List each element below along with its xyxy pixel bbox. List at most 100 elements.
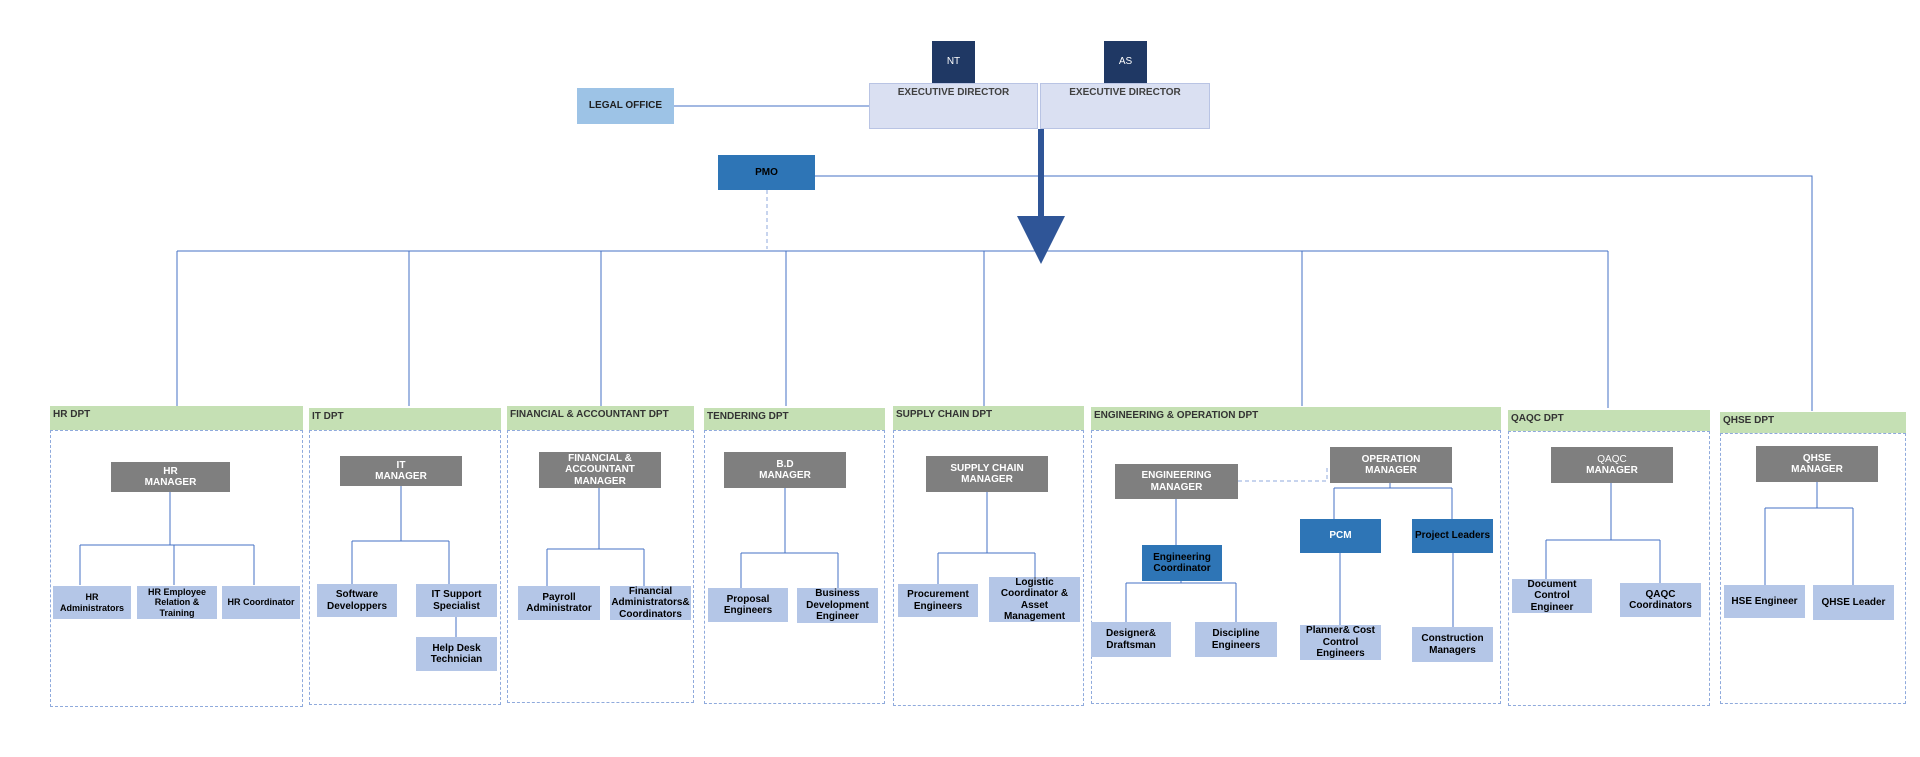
role-box: QHSE Leader: [1813, 585, 1894, 620]
box-label: Proposal Engineers: [723, 593, 773, 617]
executive-badge: NT: [932, 41, 975, 83]
pmo-box: PMO: [718, 155, 815, 190]
role-box: Discipline Engineers: [1195, 622, 1277, 657]
box-label: QAQC DPT: [1511, 413, 1564, 424]
legal-office-box: LEGAL OFFICE: [577, 88, 674, 124]
box-label: HSE Engineer: [1731, 595, 1798, 607]
dept-frame-qaqc: [1508, 431, 1710, 706]
box-label: MANAGER: [1586, 465, 1638, 476]
legal-office-label: LEGAL OFFICE: [588, 100, 663, 112]
box-label: HR DPT: [53, 409, 91, 420]
box-label: PCM: [1329, 530, 1352, 542]
role-box: IT Support Specialist: [416, 584, 497, 617]
box-label: MANAGER: [1365, 465, 1417, 476]
dept-header-hr: HR DPT: [50, 406, 303, 430]
box-label: Project Leaders: [1414, 530, 1491, 542]
role-box: Payroll Administrator: [518, 586, 600, 620]
role-box: Designer& Draftsman: [1091, 622, 1171, 657]
box-label: Help Desk Technician: [430, 642, 483, 666]
dept-header-supply-chain: SUPPLY CHAIN DPT: [893, 406, 1084, 430]
dept-frame-it: [309, 430, 501, 705]
box-label: Business Development Engineer: [806, 588, 869, 623]
box-label: B.D: [776, 458, 794, 470]
box-label: QHSE DPT: [1723, 415, 1775, 426]
box-label: MANAGER: [1791, 464, 1843, 475]
box-label: IT DPT: [312, 411, 344, 422]
dept-header-engineering-operation: ENGINEERING & OPERATION DPT: [1091, 407, 1501, 430]
engineering-coordinator-box: Engineering Coordinator: [1142, 545, 1222, 581]
executive-label: EXECUTIVE DIRECTOR: [1069, 87, 1181, 98]
role-box: HR Administrators: [53, 586, 131, 619]
dept-frame-supply-chain: [893, 430, 1084, 706]
dept-header-qhse: QHSE DPT: [1720, 412, 1906, 433]
pcm-box: PCM: [1300, 519, 1381, 553]
box-label: Planner& Cost Control Engineers: [1306, 625, 1375, 660]
dept-frame-fin: [507, 430, 694, 703]
dept-frame-hr: [50, 430, 303, 707]
box-label: QHSE: [1802, 452, 1832, 464]
role-box: Financial Administrators& Coordinators: [610, 586, 691, 620]
box-label: MANAGER: [375, 471, 427, 482]
role-box: HSE Engineer: [1724, 585, 1805, 618]
dept-frame-engineering-operation: [1091, 430, 1501, 704]
dept-header-tendering: TENDERING DPT: [704, 408, 885, 430]
box-label: Logistic Coordinator & Asset Management: [1000, 576, 1069, 623]
role-box: Procurement Engineers: [898, 584, 978, 617]
role-box: Construction Managers: [1412, 627, 1493, 662]
pmo-label: PMO: [755, 166, 778, 178]
box-label: HR Employee Relation & Training: [147, 586, 207, 618]
role-box: Help Desk Technician: [416, 637, 497, 671]
box-label: Payroll Administrator: [526, 591, 592, 615]
box-label: Discipline Engineers: [1211, 628, 1261, 651]
box-label: HR: [163, 465, 178, 477]
badge-label: AS: [1118, 56, 1133, 68]
box-label: QHSE Leader: [1821, 596, 1886, 608]
box-label: MANAGER: [1150, 481, 1203, 493]
executive-badge: AS: [1104, 41, 1147, 83]
box-label: MANAGER: [144, 477, 197, 488]
role-box: HR Coordinator: [222, 586, 300, 619]
box-label: Document Control Engineer: [1527, 578, 1577, 613]
role-box: QAQC Coordinators: [1620, 583, 1701, 617]
role-box: Planner& Cost Control Engineers: [1300, 625, 1381, 660]
box-label: ACCOUNTANT: [565, 464, 635, 476]
box-label: IT: [396, 459, 406, 471]
role-box: HR Employee Relation & Training: [137, 586, 217, 619]
dept-header-it: IT DPT: [309, 408, 501, 430]
project-leaders-box: Project Leaders: [1412, 519, 1493, 553]
box-label: ENGINEERING & OPERATION DPT: [1094, 410, 1259, 421]
box-label: Financial Administrators& Coordinators: [611, 585, 690, 620]
dept-header-fin: FINANCIAL & ACCOUNTANT DPT: [507, 406, 694, 430]
role-box: Proposal Engineers: [708, 588, 788, 622]
box-label: FINANCIAL & ACCOUNTANT DPT: [510, 409, 669, 420]
box-label: SUPPLY CHAIN: [950, 462, 1024, 474]
box-label: SUPPLY CHAIN DPT: [896, 409, 993, 420]
box-label: HR Coordinator: [227, 597, 295, 608]
box-label: QAQC Coordinators: [1629, 588, 1692, 612]
dept-frame-tendering: [704, 430, 885, 704]
box-label: FINANCIAL &: [568, 452, 632, 464]
box-label: OPERATION: [1361, 453, 1421, 465]
role-box: Document Control Engineer: [1512, 579, 1592, 613]
box-label: MANAGER: [961, 474, 1013, 485]
executive-label: EXECUTIVE DIRECTOR: [897, 87, 1010, 98]
role-box: Business Development Engineer: [797, 588, 878, 623]
box-label: QAQC: [1597, 453, 1627, 465]
executive-director-box: EXECUTIVE DIRECTOR: [869, 83, 1038, 129]
role-box: Software Developpers: [317, 584, 397, 617]
box-label: MANAGER: [759, 470, 811, 481]
box-label: Procurement Engineers: [907, 589, 969, 612]
box-label: IT Support Specialist: [431, 589, 482, 612]
box-label: Software Developpers: [326, 589, 388, 612]
box-label: Designer& Draftsman: [1105, 628, 1156, 651]
box-label: MANAGER: [574, 475, 626, 487]
box-label: TENDERING DPT: [707, 411, 789, 422]
